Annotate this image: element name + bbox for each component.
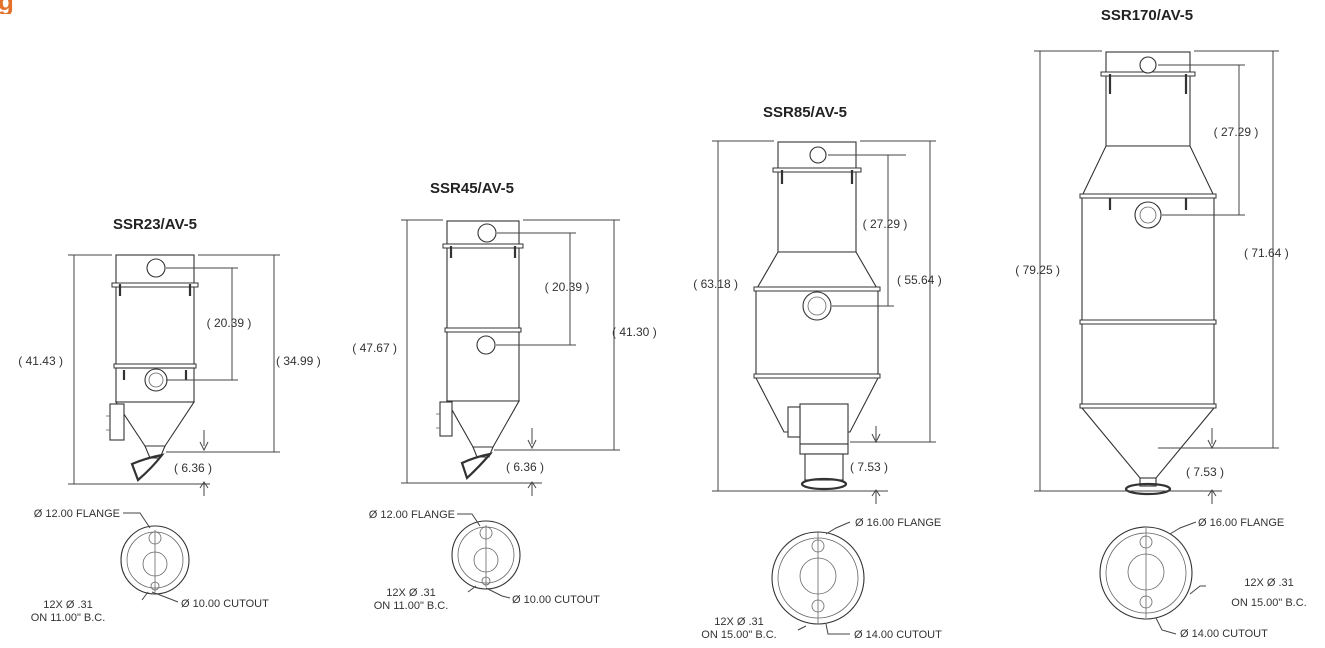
unit-ssr170: SSR170/AV-5 [1015, 7, 1306, 640]
holes-label-line-2: ON 11.00" B.C. [31, 612, 106, 624]
flange-detail [451, 513, 521, 599]
dim-body-height: ( 71.64 ) [1244, 246, 1289, 260]
flange-label: Ø 16.00 FLANGE [1198, 517, 1284, 529]
flange-label: Ø 16.00 FLANGE [855, 517, 941, 529]
dim-discharge: ( 7.53 ) [850, 460, 888, 474]
unit-body [1079, 51, 1217, 496]
model-name: SSR170/AV-5 [1101, 7, 1193, 24]
cutout-label: Ø 14.00 CUTOUT [1180, 628, 1268, 640]
holes-label-line-1: 12X Ø .31 [386, 587, 436, 599]
dim-discharge: ( 6.36 ) [174, 461, 212, 475]
dim-inlet-to-clamp: ( 20.39 ) [207, 316, 252, 330]
flange-label: Ø 12.00 FLANGE [34, 508, 120, 520]
model-name: SSR23/AV-5 [113, 216, 197, 233]
holes-label-line-1: 12X Ø .31 [714, 616, 764, 628]
model-name: SSR85/AV-5 [763, 104, 847, 121]
dim-body-height: ( 34.99 ) [276, 354, 321, 368]
model-name: SSR45/AV-5 [430, 180, 514, 197]
flange-detail [1099, 521, 1206, 635]
dimension-lines [1034, 50, 1279, 504]
holes-label-line-2: ON 11.00" B.C. [374, 600, 449, 612]
section-title-fragment: g [0, 0, 60, 14]
unit-ssr23: SSR23/AV-5 [18, 216, 320, 624]
dim-overall-height: ( 79.25 ) [1015, 263, 1060, 277]
dim-discharge: ( 6.36 ) [506, 460, 544, 474]
dimension-lines [712, 140, 936, 504]
cutout-label: Ø 10.00 CUTOUT [181, 598, 269, 610]
flange-label: Ø 12.00 FLANGE [369, 509, 455, 521]
unit-body [753, 141, 881, 491]
unit-ssr45: SSR45/AV-5 [352, 180, 656, 612]
holes-label-line-2: ON 15.00" B.C. [1231, 597, 1306, 609]
cutout-label: Ø 10.00 CUTOUT [512, 594, 600, 606]
holes-label-line-2: ON 15.00" B.C. [701, 629, 776, 641]
dim-inlet-to-clamp: ( 27.29 ) [863, 217, 908, 231]
cutout-label: Ø 14.00 CUTOUT [854, 629, 942, 641]
unit-body [106, 254, 199, 482]
dim-discharge: ( 7.53 ) [1186, 465, 1224, 479]
flange-detail [120, 512, 190, 603]
unit-body [436, 220, 524, 480]
unit-ssr85: SSR85/AV-5 [693, 104, 942, 641]
dim-body-height: ( 55.64 ) [897, 273, 942, 287]
dim-overall-height: ( 63.18 ) [693, 277, 738, 291]
holes-label-line-1: 12X Ø .31 [1244, 577, 1294, 589]
holes-label-line-1: 12X Ø .31 [43, 599, 93, 611]
dim-body-height: ( 41.30 ) [612, 325, 657, 339]
dim-inlet-to-clamp: ( 27.29 ) [1214, 125, 1259, 139]
dim-overall-height: ( 47.67 ) [352, 341, 397, 355]
flange-detail [771, 521, 865, 635]
dim-overall-height: ( 41.43 ) [18, 354, 63, 368]
dim-inlet-to-clamp: ( 20.39 ) [545, 280, 590, 294]
dimension-lines [68, 254, 280, 496]
dimension-lines [401, 219, 620, 496]
